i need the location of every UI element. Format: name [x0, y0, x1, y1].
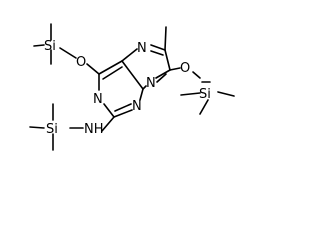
bond-c6-c7	[164, 49, 171, 71]
bond-o-top-c4	[86, 63, 100, 75]
atom-o-right: O	[180, 61, 190, 76]
bond-c4a-c4-double	[102, 66, 123, 80]
bond-n3-c2	[103, 103, 115, 118]
bond-o-right-si	[192, 71, 201, 79]
atom-labels: Si O N N N N O Si NH Si	[44, 39, 211, 137]
bond-si-right-methyl-right	[217, 91, 235, 97]
atom-si-right: Si	[199, 87, 211, 102]
atom-si-bottom: Si	[46, 122, 58, 137]
bond-si-top-methyl-left	[33, 44, 45, 47]
bond-n1-c8a	[139, 88, 144, 101]
bond-c8a-c4a	[121, 60, 144, 90]
bond-n5-c6-double	[150, 50, 164, 56]
bond-c6-methyl	[164, 26, 167, 51]
bond-c2-n1	[113, 109, 133, 118]
atom-o-top: O	[76, 55, 86, 70]
bond-si-top-o	[59, 47, 77, 59]
bond-c2-n1-double	[114, 103, 132, 112]
bond-n8-c8a	[142, 85, 147, 90]
bond-c7-n8-double	[156, 73, 167, 83]
bond-c2-nh	[101, 116, 115, 132]
bond-si-bottom-methyl-left	[29, 126, 45, 129]
molecule-structure-diagram: Si O N N N N O Si NH Si	[29, 23, 235, 151]
bond-c7-n8	[155, 69, 171, 79]
atom-si-top: Si	[44, 39, 56, 54]
bond-c7-o-right	[169, 67, 181, 71]
atom-nh: NH	[84, 122, 104, 137]
atom-n1: N	[132, 99, 142, 114]
atom-n5: N	[137, 41, 147, 56]
bond-lines	[29, 23, 235, 151]
bond-si-right-methyl-down	[199, 99, 209, 115]
atom-n8: N	[146, 76, 156, 91]
bond-n5-c6	[150, 44, 166, 51]
bond-si-right-methyl-left	[180, 92, 201, 96]
atom-n3: N	[93, 92, 103, 107]
bond-c4-c4a	[98, 60, 123, 75]
bond-c4a-n5	[121, 48, 138, 62]
